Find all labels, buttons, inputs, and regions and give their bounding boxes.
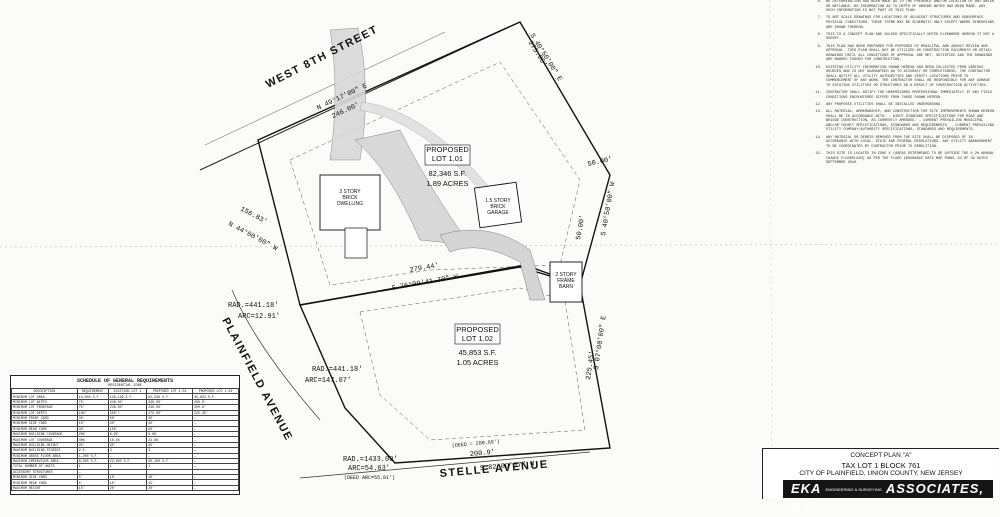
dim-arc-3-deed: (DEED ARC=55.01') bbox=[344, 475, 395, 481]
note-item: 6.NO DETERMINATION HAS BEEN MADE AS TO T… bbox=[817, 0, 995, 14]
schedule-title: SCHEDULE OF GENERAL REQUIREMENTS bbox=[76, 378, 173, 384]
garage-label-2: BRICK bbox=[490, 204, 506, 210]
dim-south-length: 200.9' bbox=[470, 449, 496, 459]
dim-west-length: 156.83' bbox=[239, 206, 269, 227]
note-item: 14.ANY MATERIAL OR DEBRIS REMOVED FROM T… bbox=[815, 135, 993, 149]
garage-label-3: GARAGE bbox=[487, 210, 509, 216]
lot-1-01-setback bbox=[289, 61, 581, 286]
dim-east-tick-a: 50.00' bbox=[587, 156, 613, 169]
note-item: 13.ALL MATERIAL, WORKMANSHIP, AND CONSTR… bbox=[815, 110, 995, 133]
dim-arc-3: ARC=54.63' bbox=[348, 465, 390, 473]
dim-west-bearing: N 44°00'00" W bbox=[227, 220, 280, 254]
lot-1-01-area-sf: 82,346 S.F. bbox=[429, 169, 467, 178]
garage-footprint bbox=[473, 181, 523, 229]
lot-1-02-area-ac: 1.05 ACRES bbox=[456, 358, 498, 367]
dim-rad-1: RAD.=441.18' bbox=[228, 302, 278, 310]
dim-arc-1: ARC=12.91' bbox=[238, 313, 280, 321]
note-item: 10.EXISTING UTILITY INFORMATION SHOWN HE… bbox=[815, 65, 990, 88]
plainfield-avenue-row bbox=[231, 289, 321, 421]
barn-label-1: 2 STORY bbox=[555, 272, 577, 278]
tax-lot-block: TAX LOT 1 BLOCK 761 bbox=[841, 461, 921, 470]
paper-fold-line-vertical bbox=[769, 0, 773, 500]
lot-1-01-area-ac: 1.89 ACRES bbox=[426, 179, 468, 188]
dim-east-tick-b: 50.00' bbox=[575, 214, 587, 240]
plan-title: CONCEPT PLAN "A" bbox=[850, 452, 912, 459]
schedule-of-requirements: SCHEDULE OF GENERAL REQUIREMENTS RESIDEN… bbox=[10, 375, 240, 495]
lot-1-02-boundary bbox=[299, 266, 611, 464]
dwelling-addition bbox=[344, 227, 368, 259]
dwelling-label-2: BRICK bbox=[342, 195, 358, 201]
dwelling-label-1: 3 STORY bbox=[339, 189, 361, 195]
stelle-avenue-row bbox=[299, 451, 591, 479]
note-item: 11.CONTRACTOR SHALL NOTIFY THE UNDERSIGN… bbox=[815, 91, 993, 100]
dim-arc-2: ARC=147.07' bbox=[305, 377, 351, 385]
lot-1-02-name: LOT 1.02 bbox=[462, 334, 493, 343]
schedule-table: DESCRIPTION REQUIREMENT EXISTING LOT 1 P… bbox=[11, 387, 239, 492]
plan-location: CITY OF PLAINFIELD, UNION COUNTY, NEW JE… bbox=[799, 470, 963, 477]
logo-small: ENGINEERING & SURVEYING bbox=[825, 486, 882, 492]
dim-south-length-deed: (DEED = 200.89') bbox=[452, 439, 500, 449]
note-item: 7.TO NOT SCALE DRAWINGS FOR LOCATIONS OF… bbox=[817, 16, 995, 30]
lot-1-01-name: LOT 1.01 bbox=[432, 154, 463, 163]
note-item: 12.ANY PROPOSED UTILITIES SHALL BE INSTA… bbox=[815, 102, 943, 107]
note-item: 8.THIS IS A CONCEPT PLAN AND UNLESS SPEC… bbox=[817, 32, 995, 42]
dwelling-label-3: DWELLING bbox=[337, 201, 363, 207]
note-item: 15.THIS SITE IS LOCATED IN ZONE X (AREAS… bbox=[815, 151, 995, 166]
dim-lot-line: S 76°09'41.70" W bbox=[391, 272, 460, 293]
site-plan-drawing: WEST 8TH STREET PLAINFIELD AVENUE STELLE… bbox=[0, 0, 1000, 500]
lot-1-02-area-sf: 45,853 S.F. bbox=[459, 348, 497, 357]
barn-label-3: BARN bbox=[559, 284, 573, 290]
note-item: 9.THIS PLAN HAS BEEN PREPARED FOR PURPOS… bbox=[817, 44, 993, 63]
dim-rad-2: RAD.=441.18' bbox=[312, 366, 362, 374]
lot-1-01-label-box bbox=[424, 144, 471, 166]
garage-label-1: 1.5 STORY bbox=[485, 198, 511, 204]
schedule-header-row: DESCRIPTION REQUIREMENT EXISTING LOT 1 P… bbox=[11, 387, 239, 395]
barn-label-2: FRAME bbox=[557, 278, 575, 284]
general-notes: 6.NO DETERMINATION HAS BEEN MADE AS TO T… bbox=[806, 0, 996, 300]
title-block: CONCEPT PLAN "A" TAX LOT 1 BLOCK 761 CIT… bbox=[762, 448, 999, 515]
lot-1-02-label-box bbox=[454, 323, 501, 345]
lot-1-02-setback bbox=[359, 287, 586, 441]
logo-main: EKA bbox=[791, 481, 822, 496]
dim-rad-3: RAD.=1433.00' bbox=[343, 456, 398, 464]
lot-1-01-title: PROPOSED bbox=[426, 145, 469, 154]
barn-footprint bbox=[549, 261, 583, 303]
driveway-curve bbox=[329, 27, 366, 161]
dim-lot-line-length: 279.44' bbox=[409, 262, 439, 275]
dim-east-bearing-mid: S 40°50'00" W bbox=[599, 180, 617, 236]
lot-1-02-title: PROPOSED bbox=[456, 325, 499, 334]
driveway-branch bbox=[439, 229, 546, 301]
schedule-subtitle: RESIDENTIAL ZONE bbox=[108, 384, 142, 388]
